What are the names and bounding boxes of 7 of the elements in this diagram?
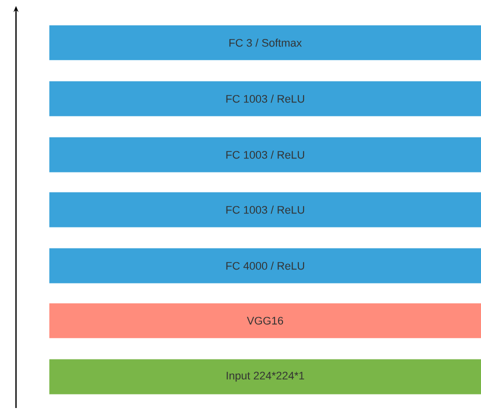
layer-bar: Input 224*224*1: [49, 359, 481, 394]
layer-bar: VGG16: [49, 303, 481, 338]
layer-bar: FC 4000 / ReLU: [49, 248, 481, 284]
layer-bar: FC 3 / Softmax: [49, 25, 481, 60]
layer-bar: FC 1003 / ReLU: [49, 192, 481, 228]
layer-bar: FC 1003 / ReLU: [49, 137, 481, 172]
layer-bar: FC 1003 / ReLU: [49, 81, 481, 116]
